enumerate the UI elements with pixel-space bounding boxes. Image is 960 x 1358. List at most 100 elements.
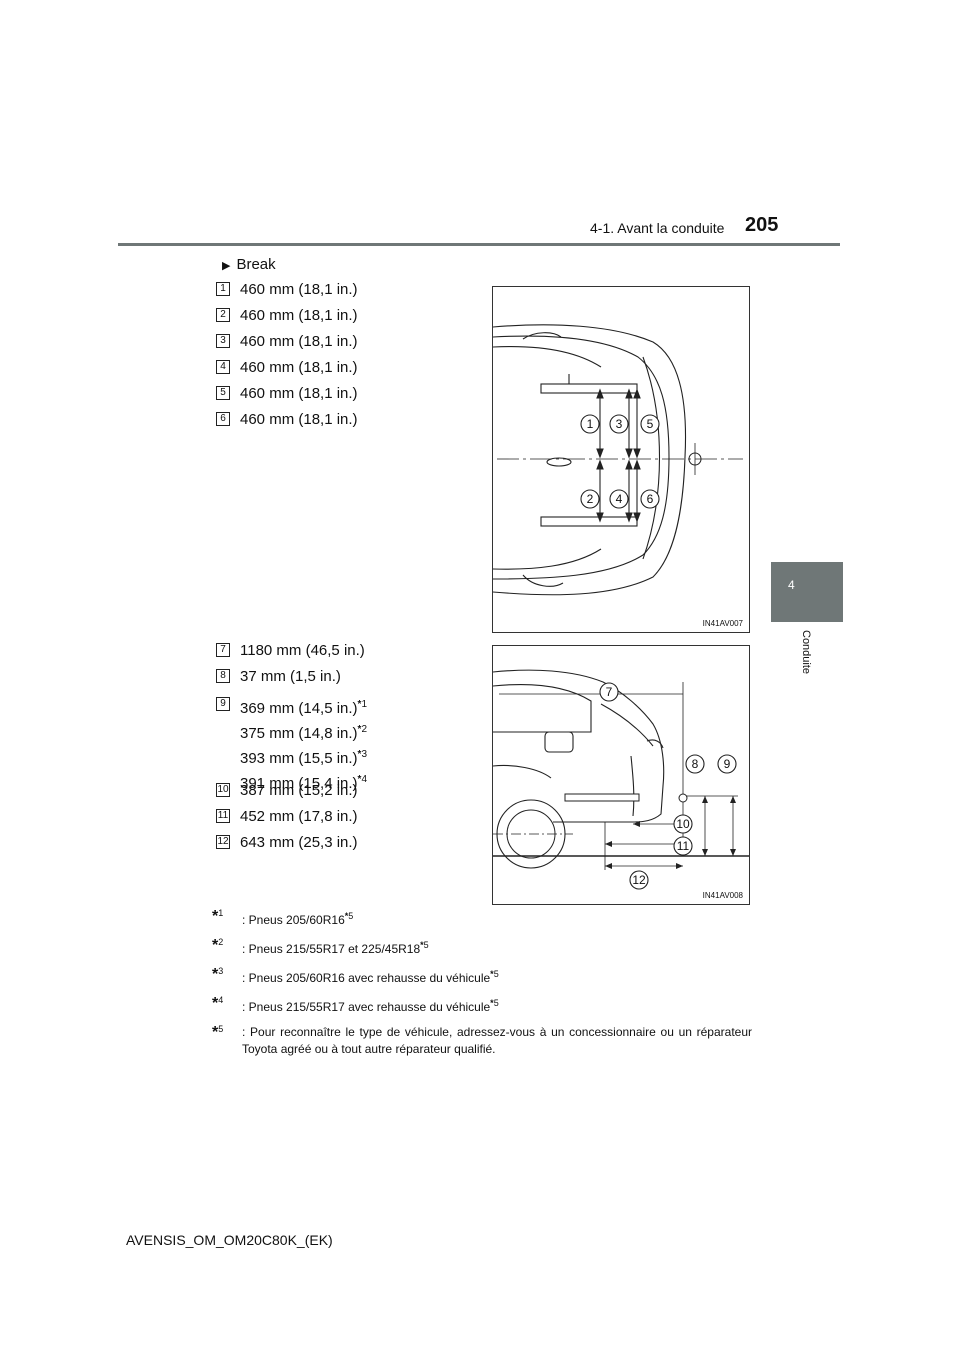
item-number-badge: 9 (216, 697, 230, 711)
measurement-value: 375 mm (14,8 in.) (240, 725, 358, 742)
section-label-text: Break (236, 256, 276, 273)
section-header-title: 4-1. Avant la conduite (590, 220, 725, 236)
vehicle-side-view-drawing: 7 8 9 10 11 12 (492, 669, 749, 890)
footnote-ref: 1 (361, 699, 368, 710)
callout-marker (599, 682, 619, 702)
section-label: ▶ Break (222, 256, 276, 273)
callout-marker (609, 414, 629, 434)
measurement-item: 11 452 mm (17,8 in.) (216, 808, 358, 825)
callout-marker (609, 489, 629, 509)
footnote: *1 : Pneus 205/60R16*5 (212, 908, 354, 927)
footnote-text: : Pneus 205/60R16 avec rehausse du véhic… (242, 971, 491, 985)
measurement-value: 391 mm (15,4 in.) (240, 775, 358, 792)
item-number-badge: 1 (216, 282, 230, 296)
measurement-item: 4 460 mm (18,1 in.) (216, 359, 358, 376)
item-number-badge: 6 (216, 412, 230, 426)
measurement-value: 1180 mm (46,5 in.) (240, 642, 365, 659)
callout-label: 3 (616, 417, 623, 431)
chapter-tab (771, 562, 843, 622)
measurement-item: 6 460 mm (18,1 in.) (216, 411, 358, 428)
footnote-text: : Pneus 205/60R16 (242, 913, 345, 927)
measurement-item: 10 387 mm (15,2 in.) (216, 782, 358, 799)
measurement-value: 387 mm (15,2 in.) (240, 782, 358, 799)
measurement-value: 393 mm (15,5 in.) (240, 750, 358, 767)
measurement-item: 3 460 mm (18,1 in.) (216, 333, 358, 350)
figure-code: IN41AV008 (702, 891, 743, 900)
triangle-bullet-icon: ▶ (222, 260, 231, 272)
footnote-text: : Pneus 215/55R17 avec rehausse du véhic… (242, 1000, 491, 1014)
footnote: *2 : Pneus 215/55R17 et 225/45R18*5 (212, 937, 429, 956)
footnote-text: : Pour reconnaître le type de véhicule, … (242, 1025, 752, 1056)
callout-label: 2 (587, 492, 594, 506)
measurement-value: 369 mm (14,5 in.) (240, 700, 358, 717)
callout-label: 4 (616, 492, 623, 506)
callout-marker (673, 814, 693, 834)
callout-marker (580, 414, 600, 434)
footnote-ref: 2 (361, 724, 368, 735)
roof-rack-top-view-figure: 1 3 5 2 4 6 IN41AV007 (492, 286, 750, 633)
callout-marker (717, 754, 737, 774)
measurement-value: 37 mm (1,5 in.) (240, 668, 341, 685)
footnote: *3 : Pneus 205/60R16 avec rehausse du vé… (212, 966, 499, 985)
footnote-number: 5 (218, 1024, 224, 1034)
footnote-text: : Pneus 215/55R17 et 225/45R18 (242, 942, 421, 956)
item-number-badge: 7 (216, 643, 230, 657)
measurement-value: 460 mm (18,1 in.) (240, 333, 358, 350)
item-number-badge: 4 (216, 360, 230, 374)
callout-label: 1 (587, 417, 594, 431)
footnote-ref: 5 (348, 911, 354, 921)
measurement-item: 8 37 mm (1,5 in.) (216, 668, 341, 685)
callout-marker (673, 836, 693, 856)
item-number-badge: 10 (216, 783, 230, 797)
measurement-item: 5 460 mm (18,1 in.) (216, 385, 358, 402)
item-number-badge: 11 (216, 809, 230, 823)
footnote-ref: 5 (493, 998, 499, 1008)
measurement-value: 460 mm (18,1 in.) (240, 307, 358, 324)
measurement-value: 460 mm (18,1 in.) (240, 411, 358, 428)
callout-label: 11 (677, 839, 690, 853)
measurement-value: 643 mm (25,3 in.) (240, 834, 358, 851)
item-number-badge: 12 (216, 835, 230, 849)
callout-label: 9 (724, 757, 731, 771)
footnote-ref: 5 (493, 969, 499, 979)
callout-marker (640, 489, 660, 509)
page-number: 205 (745, 214, 779, 236)
measurement-value: 452 mm (17,8 in.) (240, 808, 358, 825)
footnote-number: 2 (218, 937, 224, 947)
item-number-badge: 5 (216, 386, 230, 400)
measurement-value: 460 mm (18,1 in.) (240, 359, 358, 376)
callout-label: 6 (647, 492, 654, 506)
chapter-tab-label: Conduite (800, 630, 812, 675)
footnote-number: 1 (218, 908, 224, 918)
footnote-ref: 5 (423, 940, 429, 950)
measurement-item-multiline: 9 369 mm (14,5 in.)*1 375 mm (14,8 in.)*… (216, 694, 367, 794)
footnote: *5 : Pour reconnaître le type de véhicul… (212, 1024, 752, 1056)
item-number-badge: 8 (216, 669, 230, 683)
callout-marker (629, 870, 649, 890)
callout-label: 5 (647, 417, 654, 431)
vehicle-rear-side-view-figure: 7 8 9 10 11 12 IN41AV008 (492, 645, 750, 905)
callout-marker (640, 414, 660, 434)
item-number-badge: 3 (216, 334, 230, 348)
callout-label: 10 (676, 817, 690, 831)
callout-marker (580, 489, 600, 509)
measurement-item: 7 1180 mm (46,5 in.) (216, 642, 365, 659)
callout-label: 7 (606, 685, 613, 699)
figure-code: IN41AV007 (702, 619, 743, 628)
measurement-value: 460 mm (18,1 in.) (240, 281, 358, 298)
chapter-tab-number: 4 (788, 578, 795, 592)
measurement-value: 460 mm (18,1 in.) (240, 385, 358, 402)
footnote-number: 3 (218, 966, 224, 976)
callout-marker (685, 754, 705, 774)
roof-top-view-drawing: 1 3 5 2 4 6 (492, 324, 743, 596)
measurement-item: 12 643 mm (25,3 in.) (216, 834, 358, 851)
footnotes: *1 : Pneus 205/60R16*5 *2 : Pneus 215/55… (212, 908, 752, 1066)
document-code-footer: AVENSIS_OM_OM20C80K_(EK) (126, 1232, 333, 1248)
callout-label: 8 (692, 757, 699, 771)
footnote-number: 4 (218, 995, 224, 1005)
footnote-ref: 3 (361, 749, 368, 760)
header-divider (118, 243, 840, 246)
measurement-item: 1 460 mm (18,1 in.) (216, 281, 358, 298)
callout-label: 12 (632, 873, 646, 887)
